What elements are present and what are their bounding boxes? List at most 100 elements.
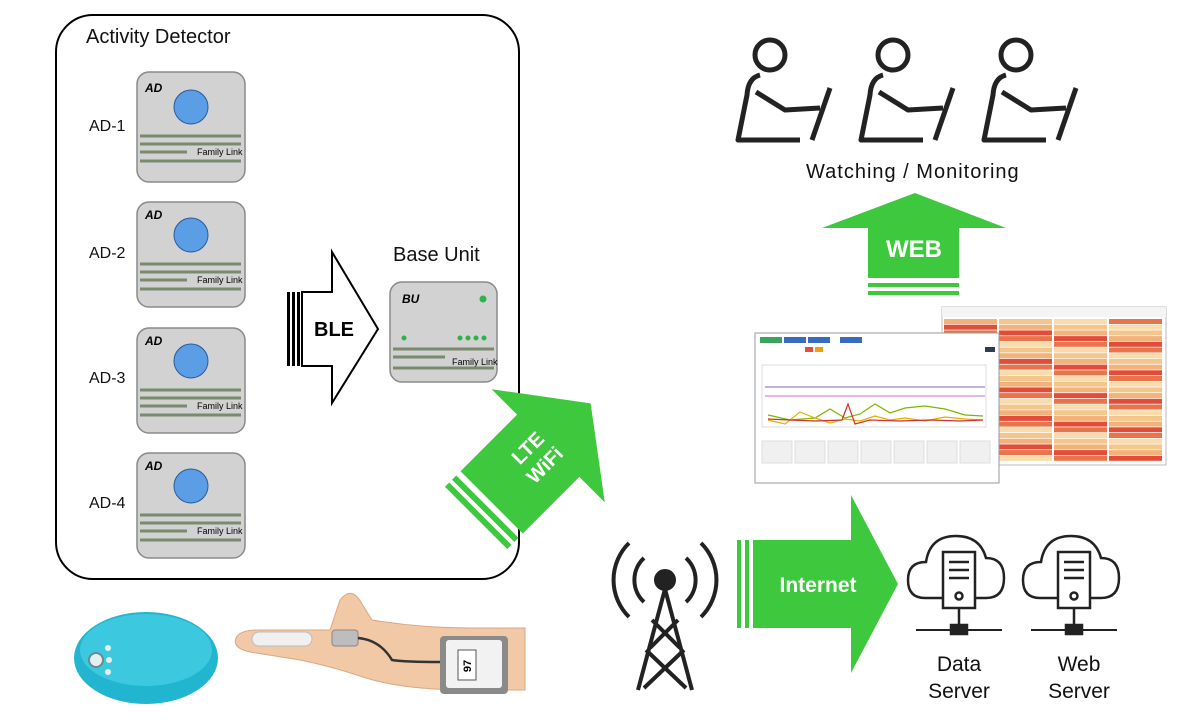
table-cell bbox=[1109, 415, 1162, 421]
device-label-ad2: AD-2 bbox=[89, 245, 126, 262]
person-at-computer-icon bbox=[858, 37, 956, 143]
person-at-computer-icon bbox=[981, 37, 1079, 143]
table-cell bbox=[1109, 324, 1162, 330]
table-cell bbox=[999, 381, 1052, 387]
family-link-tag: Family Link bbox=[197, 526, 243, 536]
table-cell bbox=[1054, 376, 1107, 381]
data-server-label-line1: Data bbox=[936, 653, 982, 676]
ad-device-4: AD Family Link bbox=[136, 452, 246, 559]
table-cell bbox=[1054, 433, 1107, 438]
antenna-tower-icon bbox=[611, 541, 719, 691]
table-cell bbox=[999, 376, 1052, 381]
web-server-cloud-icon bbox=[1021, 534, 1121, 636]
base-unit-title: Base Unit bbox=[393, 244, 480, 266]
table-cell bbox=[1054, 319, 1107, 324]
table-cell bbox=[999, 370, 1052, 376]
data-server-cloud-icon bbox=[906, 534, 1006, 636]
data-server-label-line2: Server bbox=[928, 680, 990, 703]
table-cell bbox=[1109, 341, 1162, 347]
ble-label: BLE bbox=[314, 319, 354, 341]
table-cell bbox=[1054, 415, 1107, 421]
ad-badge: AD bbox=[144, 334, 163, 348]
table-cell bbox=[1054, 358, 1107, 364]
table-cell bbox=[1109, 404, 1162, 410]
web-arrow: WEB bbox=[822, 193, 1006, 295]
table-cell bbox=[1054, 404, 1107, 410]
table-cell bbox=[1109, 319, 1162, 324]
table-cell bbox=[944, 319, 997, 324]
table-cell bbox=[1109, 393, 1162, 399]
lte-wifi-arrow: LTE WiFi bbox=[444, 389, 605, 550]
ad-badge: AD bbox=[144, 81, 163, 95]
internet-label: Internet bbox=[779, 574, 856, 597]
table-cell bbox=[999, 364, 1052, 370]
table-cell bbox=[999, 438, 1052, 444]
table-cell bbox=[1109, 370, 1162, 376]
ad-device-1: AD Family Link bbox=[136, 71, 246, 183]
table-cell bbox=[999, 358, 1052, 364]
table-cell bbox=[1054, 347, 1107, 353]
monitoring-chart-screenshot bbox=[754, 332, 1000, 484]
table-cell bbox=[1109, 364, 1162, 370]
table-cell bbox=[999, 324, 1052, 330]
table-cell bbox=[1054, 324, 1107, 330]
table-cell bbox=[999, 336, 1052, 342]
table-cell bbox=[999, 421, 1052, 427]
table-cell bbox=[1054, 381, 1107, 387]
table-cell bbox=[1109, 376, 1162, 381]
activity-detector-title: Activity Detector bbox=[86, 26, 231, 48]
table-cell bbox=[999, 444, 1052, 450]
ble-arrow: BLE bbox=[287, 248, 380, 407]
table-cell bbox=[1054, 444, 1107, 450]
table-cell bbox=[1109, 353, 1162, 359]
table-cell bbox=[1109, 450, 1162, 456]
status-led bbox=[479, 295, 487, 303]
table-cell bbox=[1109, 358, 1162, 364]
activity-detector-frame bbox=[55, 14, 520, 580]
table-cell bbox=[1054, 438, 1107, 444]
table-cell bbox=[999, 393, 1052, 399]
table-cell bbox=[1109, 421, 1162, 427]
pulse-oximeter-photo: 97 bbox=[234, 593, 526, 694]
table-cell bbox=[1054, 427, 1107, 433]
table-cell bbox=[1109, 398, 1162, 404]
device-label-ad3: AD-3 bbox=[89, 370, 126, 387]
table-cell bbox=[999, 415, 1052, 421]
table-cell bbox=[1054, 341, 1107, 347]
table-cell bbox=[1109, 381, 1162, 387]
table-cell bbox=[1109, 455, 1162, 461]
table-cell bbox=[1054, 330, 1107, 336]
table-cell bbox=[999, 433, 1052, 438]
table-cell bbox=[999, 387, 1052, 393]
family-link-tag: Family Link bbox=[197, 147, 243, 157]
table-cell bbox=[1109, 410, 1162, 416]
table-cell bbox=[999, 404, 1052, 410]
web-server-label-line2: Server bbox=[1048, 680, 1110, 703]
bu-badge: BU bbox=[402, 292, 420, 306]
table-cell bbox=[1054, 450, 1107, 456]
table-cell bbox=[999, 455, 1052, 461]
table-cell bbox=[1109, 433, 1162, 438]
oximeter-reading: 97 bbox=[462, 660, 474, 672]
table-cell bbox=[1054, 410, 1107, 416]
base-unit-device: BU Family Link bbox=[389, 281, 498, 383]
table-cell bbox=[1054, 455, 1107, 461]
table-cell bbox=[999, 347, 1052, 353]
table-cell bbox=[1109, 336, 1162, 342]
table-cell bbox=[1054, 398, 1107, 404]
ad-badge: AD bbox=[144, 208, 163, 222]
device-label-ad4: AD-4 bbox=[89, 495, 126, 512]
table-cell bbox=[999, 398, 1052, 404]
ad-device-2: AD Family Link bbox=[136, 201, 246, 308]
table-cell bbox=[999, 427, 1052, 433]
internet-arrow: Internet bbox=[737, 495, 898, 673]
table-cell bbox=[999, 353, 1052, 359]
table-cell bbox=[1109, 387, 1162, 393]
table-cell bbox=[1109, 444, 1162, 450]
table-cell bbox=[1054, 364, 1107, 370]
table-cell bbox=[944, 324, 997, 330]
ad-device-3: AD Family Link bbox=[136, 327, 246, 434]
table-cell bbox=[1109, 330, 1162, 336]
table-cell bbox=[1054, 353, 1107, 359]
